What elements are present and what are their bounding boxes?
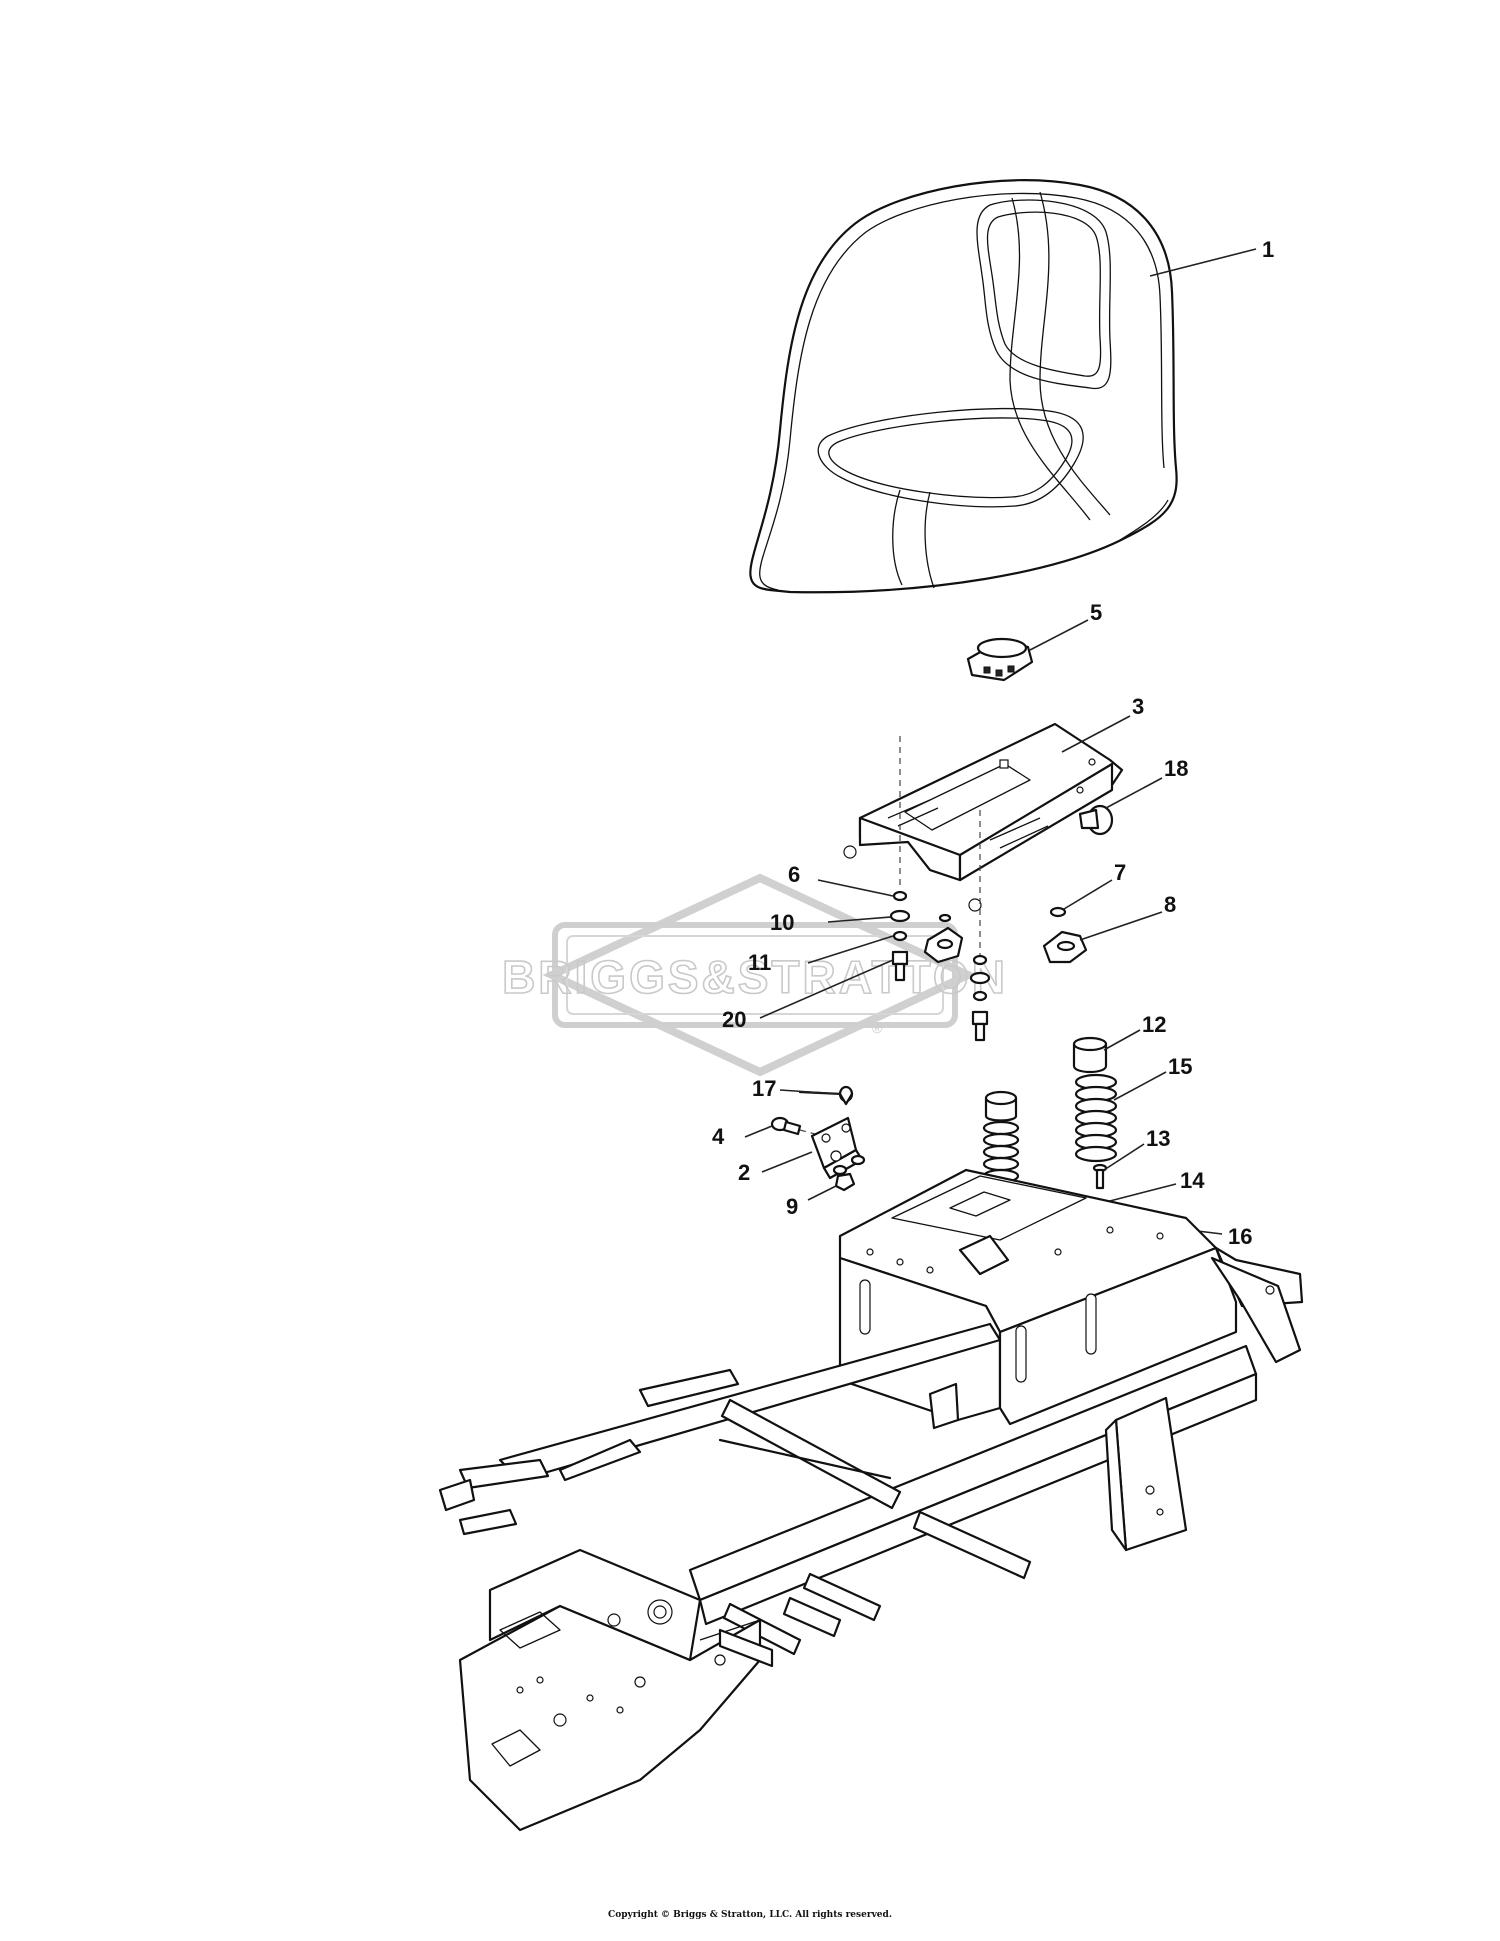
seat <box>749 179 1178 594</box>
spring-15 <box>1074 1073 1118 1163</box>
right-hardware-stack <box>969 810 991 1042</box>
callout-13: 13 <box>1146 1126 1170 1151</box>
bolt-13 <box>1092 1163 1108 1190</box>
callout-5: 5 <box>1090 600 1102 625</box>
briggs-stratton-watermark: BRIGGS&STRATTON ® <box>501 873 1008 1077</box>
callout-20: 20 <box>722 1007 746 1032</box>
callout-3: 3 <box>1132 694 1144 719</box>
callout-9: 9 <box>786 1194 798 1219</box>
nut-9 <box>834 1172 856 1192</box>
spring-assembly-left <box>982 1090 1020 1198</box>
callout-11: 11 <box>748 950 771 975</box>
pin-4 <box>770 1116 831 1139</box>
watermark-registered-mark: ® <box>872 1020 883 1036</box>
bolt-17 <box>798 1085 854 1106</box>
copyright-notice: Copyright © Briggs & Stratton, LLC. All … <box>608 1910 892 1920</box>
seat-switch <box>966 637 1034 682</box>
callout-10: 10 <box>770 910 794 935</box>
callout-6: 6 <box>788 862 800 887</box>
callout-17: 17 <box>752 1076 776 1101</box>
adjustment-knob <box>1078 804 1114 836</box>
left-hardware-stack <box>889 736 911 982</box>
callout-12: 12 <box>1142 1012 1166 1037</box>
callout-4: 4 <box>712 1124 725 1149</box>
callout-8: 8 <box>1164 892 1176 917</box>
callout-18: 18 <box>1164 756 1188 781</box>
callout-2: 2 <box>738 1160 750 1185</box>
bumper-cap-12 <box>1072 1036 1108 1074</box>
center-knob <box>923 913 964 964</box>
mower-frame <box>438 1168 1304 1832</box>
seat-mounting-plate <box>843 722 1124 912</box>
washer-7 <box>1049 906 1067 918</box>
callout-14: 14 <box>1180 1168 1205 1193</box>
callout-1: 1 <box>1262 237 1274 262</box>
callout-16: 16 <box>1228 1224 1252 1249</box>
callout-7: 7 <box>1114 860 1126 885</box>
watermark-text: BRIGGS&STRATTON <box>502 951 1008 1003</box>
pivot-bracket-2 <box>810 1116 866 1180</box>
star-knob-8 <box>1042 930 1088 964</box>
callout-15: 15 <box>1168 1054 1192 1079</box>
